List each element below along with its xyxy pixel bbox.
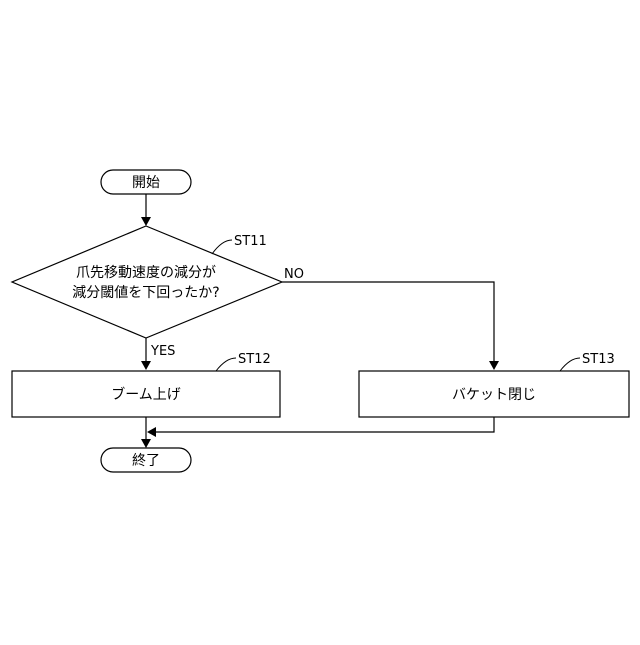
leader-line xyxy=(216,358,236,371)
process-yes-label: ブーム上げ xyxy=(111,386,181,403)
no-branch-label: NO xyxy=(284,267,304,282)
process-yes-node: ブーム上げ xyxy=(12,371,280,417)
step-label-st11: ST11 xyxy=(212,234,267,254)
step-label-st13: ST13 xyxy=(560,352,615,371)
arrowhead xyxy=(141,439,151,448)
connector-line xyxy=(282,282,494,362)
process-no-node: バケット閉じ xyxy=(359,371,629,417)
connector-no-merge xyxy=(147,417,494,437)
leader-line xyxy=(212,240,232,254)
step-label-st12: ST12 xyxy=(216,352,271,371)
arrowhead xyxy=(141,217,151,226)
step-id-st13: ST13 xyxy=(582,352,615,367)
arrowhead xyxy=(147,427,156,437)
process-no-label: バケット閉じ xyxy=(452,387,536,403)
arrowhead xyxy=(489,361,499,370)
step-id-st11: ST11 xyxy=(234,234,267,249)
leader-line xyxy=(560,358,580,371)
yes-branch-label: YES xyxy=(150,344,175,359)
arrowhead xyxy=(141,361,151,370)
connector-line xyxy=(155,417,494,432)
end-label: 終了 xyxy=(132,453,160,469)
connector-decision-no: NO xyxy=(282,267,499,370)
connector-start-to-decision xyxy=(141,194,151,226)
end-node: 終了 xyxy=(101,448,191,472)
decision-text-line1: 爪先移動速度の減分が xyxy=(76,264,216,281)
decision-text-line2: 減分閾値を下回ったか? xyxy=(72,284,219,301)
connector-decision-yes: YES xyxy=(141,338,175,370)
step-id-st12: ST12 xyxy=(238,352,271,367)
start-label: 開始 xyxy=(132,175,160,191)
start-node: 開始 xyxy=(101,170,191,194)
